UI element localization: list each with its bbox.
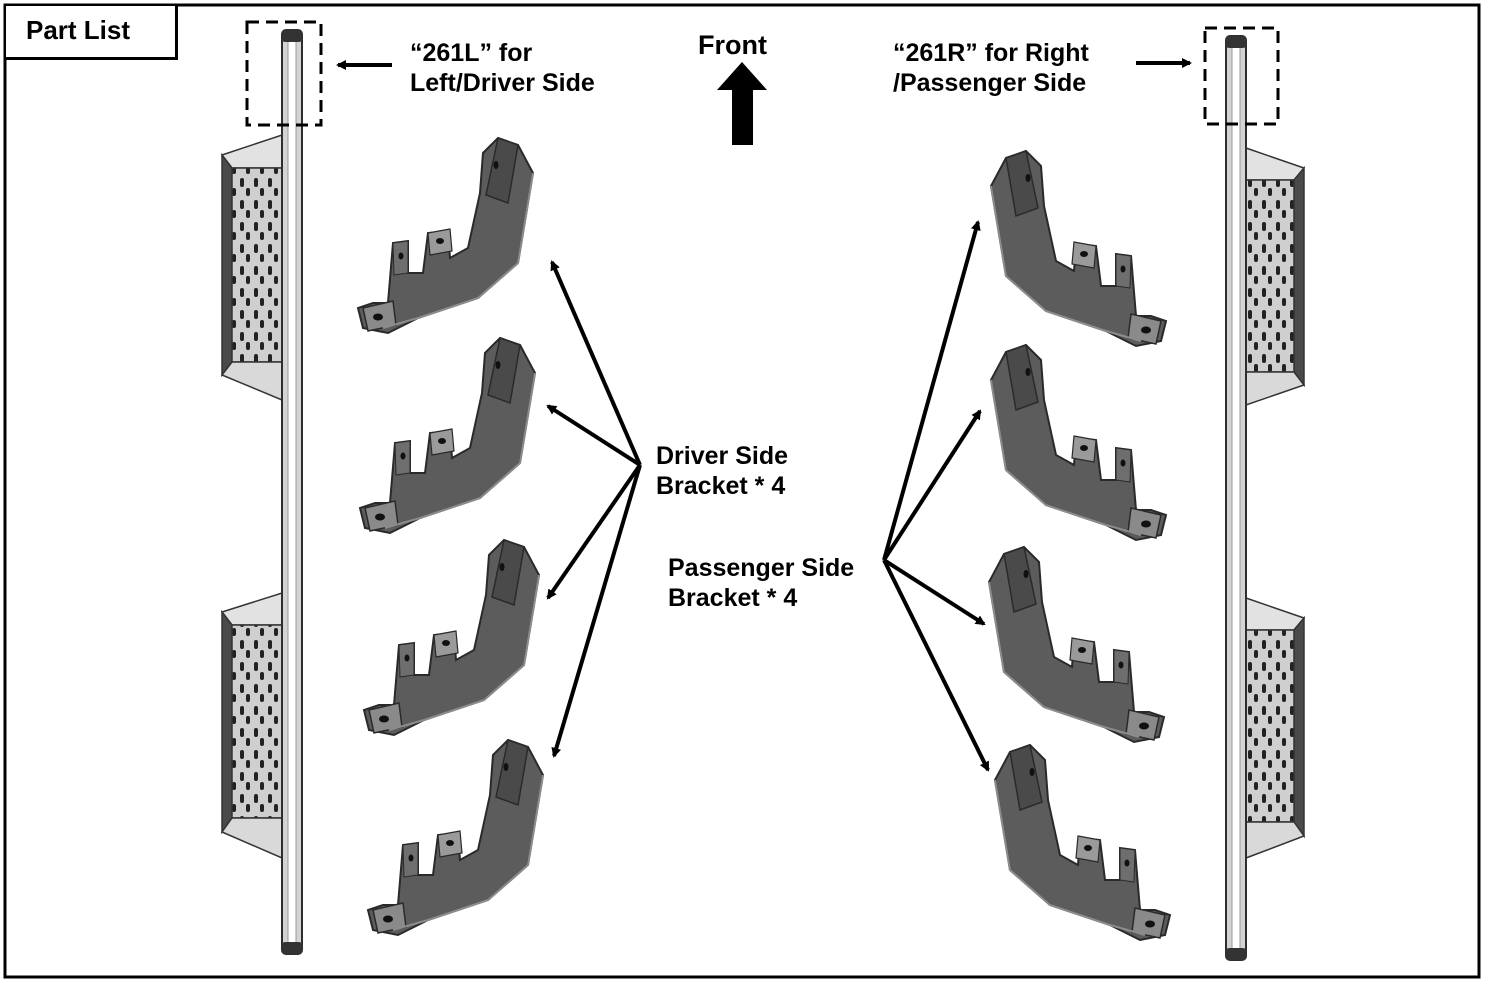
right-step-pad-lower: [1245, 596, 1306, 860]
left-label-box: [245, 20, 323, 127]
part-list-title-box: [6, 6, 178, 60]
passenger-bracket-3: [988, 546, 1165, 743]
passenger-bracket-1: [990, 150, 1167, 347]
passenger-side-label: Passenger Side Bracket * 4: [668, 553, 854, 613]
passenger-side-label-line1: Passenger Side: [668, 554, 855, 582]
passenger-bracket-2: [990, 344, 1167, 541]
outer-border: [3, 3, 1481, 979]
driver-bracket-4: [367, 739, 544, 936]
left-running-board: [220, 29, 303, 955]
left-bar-label-line1: “261L” for: [410, 39, 533, 67]
right-running-board: [1225, 35, 1306, 961]
right-bar-label-line1: “261R” for Right: [893, 39, 1089, 67]
driver-side-label-line2: Bracket * 4: [656, 472, 786, 500]
right-step-pad-upper: [1245, 146, 1306, 407]
front-label: Front: [698, 30, 767, 60]
passenger-bracket-4: [994, 744, 1171, 941]
right-bar-label: “261R” for Right /Passenger Side: [893, 38, 1089, 98]
page-title: Part List: [26, 15, 131, 45]
driver-side-label: Driver Side Bracket * 4: [656, 441, 788, 501]
passenger-callout-arrows: [882, 220, 990, 772]
front-arrow-icon: [717, 62, 767, 145]
driver-callout-arrows: [546, 260, 642, 758]
right-bar-label-line2: /Passenger Side: [893, 69, 1087, 97]
left-bar-label: “261L” for Left/Driver Side: [410, 38, 595, 98]
driver-bracket-2: [359, 337, 536, 534]
left-bar-label-line2: Left/Driver Side: [410, 69, 595, 97]
left-step-pad-lower: [220, 591, 283, 860]
driver-bracket-3: [363, 539, 540, 736]
right-label-box: [1203, 26, 1280, 126]
passenger-side-label-line2: Bracket * 4: [668, 584, 798, 612]
driver-side-label-line1: Driver Side: [656, 442, 789, 470]
left-step-pad-upper: [220, 133, 283, 402]
driver-bracket-1: [357, 137, 534, 334]
